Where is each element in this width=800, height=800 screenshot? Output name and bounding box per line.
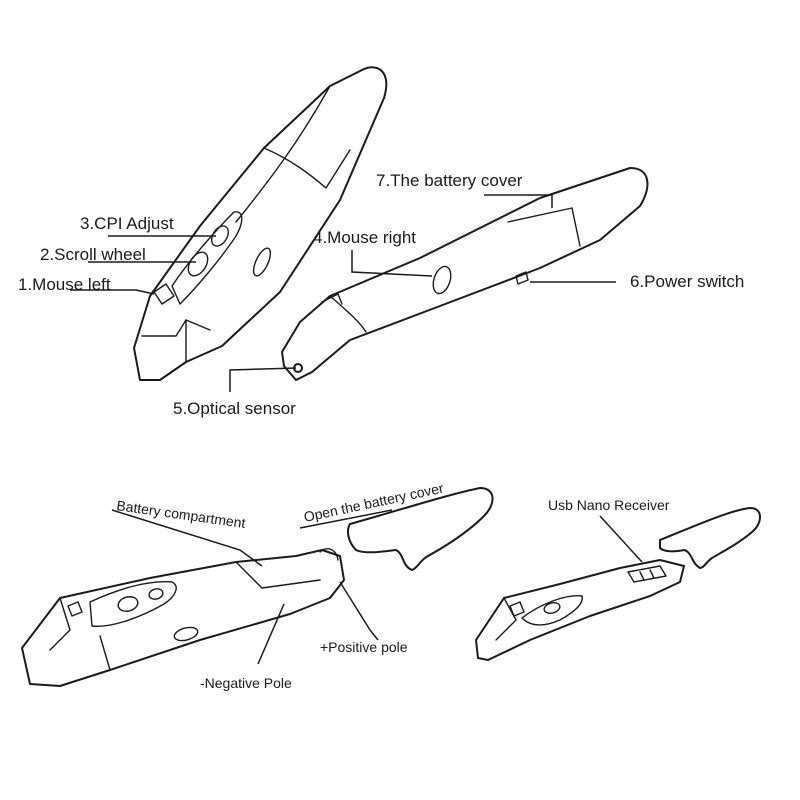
cpi-adjust-button xyxy=(210,225,230,247)
label-power-switch: 6.Power switch xyxy=(630,272,744,291)
leader-usb-receiver xyxy=(599,515,643,563)
pen-mouse-receiver-open xyxy=(475,559,685,661)
battery-cover-detached-right xyxy=(659,507,761,569)
power-switch xyxy=(515,271,529,285)
mouse-right-button xyxy=(432,265,452,295)
top-leader-lines xyxy=(70,194,616,392)
label-battery-compartment: Battery compartment xyxy=(116,497,247,531)
label-scroll-wheel: 2.Scroll wheel xyxy=(40,245,146,264)
label-usb-nano-receiver: Usb Nano Receiver xyxy=(548,497,670,513)
mouse-left-button xyxy=(171,211,243,305)
label-battery-cover: 7.The battery cover xyxy=(376,171,523,190)
pen-mouse-battery-open xyxy=(21,548,345,687)
battery-cover-detached xyxy=(347,487,494,571)
label-mouse-right: 4.Mouse right xyxy=(313,228,416,247)
label-optical-sensor: 5.Optical sensor xyxy=(173,399,296,418)
pen-mouse-side-view xyxy=(281,167,649,381)
scroll-wheel xyxy=(187,251,209,277)
label-cpi-adjust: 3.CPI Adjust xyxy=(80,214,174,233)
label-negative-pole: -Negative Pole xyxy=(200,675,292,691)
bottom-left-leader-lines xyxy=(111,509,393,665)
usb-nano-receiver xyxy=(627,565,667,583)
positive-pole-contact xyxy=(319,548,339,561)
label-mouse-left: 1.Mouse left xyxy=(18,275,111,294)
pen-mouse-top-view xyxy=(133,66,388,381)
label-positive-pole: +Positive pole xyxy=(320,639,408,655)
